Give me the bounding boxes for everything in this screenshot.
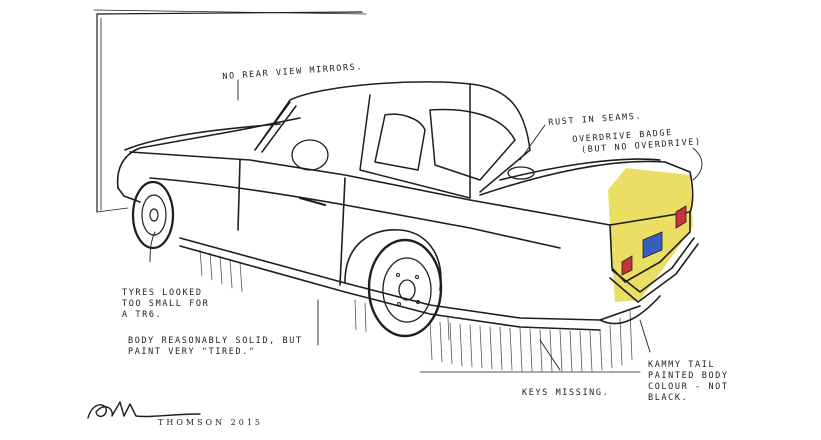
- note-tail-line1: Kammy tail: [648, 360, 716, 370]
- note-body-line2: paint very "tired.": [128, 347, 256, 357]
- note-body: Body reasonably solid, but paint very "t…: [128, 336, 303, 358]
- note-tail-line4: black.: [648, 393, 689, 403]
- note-body-line1: Body reasonably solid, but: [128, 336, 303, 346]
- soft-top: [254, 81, 531, 199]
- note-tail-line3: colour - not: [648, 382, 729, 392]
- rear-wheel: [344, 229, 443, 338]
- note-tail: Kammy tail painted body colour - not bla…: [648, 360, 729, 404]
- signature-scribble: [87, 401, 201, 419]
- note-tires-line3: a TR6.: [122, 310, 163, 320]
- tail-highlight: [608, 168, 693, 302]
- ground-shading: [199, 249, 641, 373]
- note-tires-line1: Tyres looked: [122, 288, 203, 298]
- steering-wheel: [291, 139, 329, 171]
- fuel-cap: [507, 166, 535, 180]
- note-keys: Keys missing.: [522, 388, 610, 398]
- signature: Thomson 2015: [158, 418, 263, 427]
- annotation-leaders: [149, 79, 703, 371]
- note-tail-line2: painted body: [648, 371, 729, 381]
- wall-panel: [93, 9, 367, 213]
- car-body: [116, 117, 699, 331]
- rear-details: [621, 205, 687, 276]
- note-tires-line2: too small for: [122, 299, 210, 309]
- signature-year: 2015: [230, 418, 264, 427]
- note-tires: Tyres looked too small for a TR6.: [122, 288, 209, 321]
- signature-name: Thomson: [158, 418, 226, 427]
